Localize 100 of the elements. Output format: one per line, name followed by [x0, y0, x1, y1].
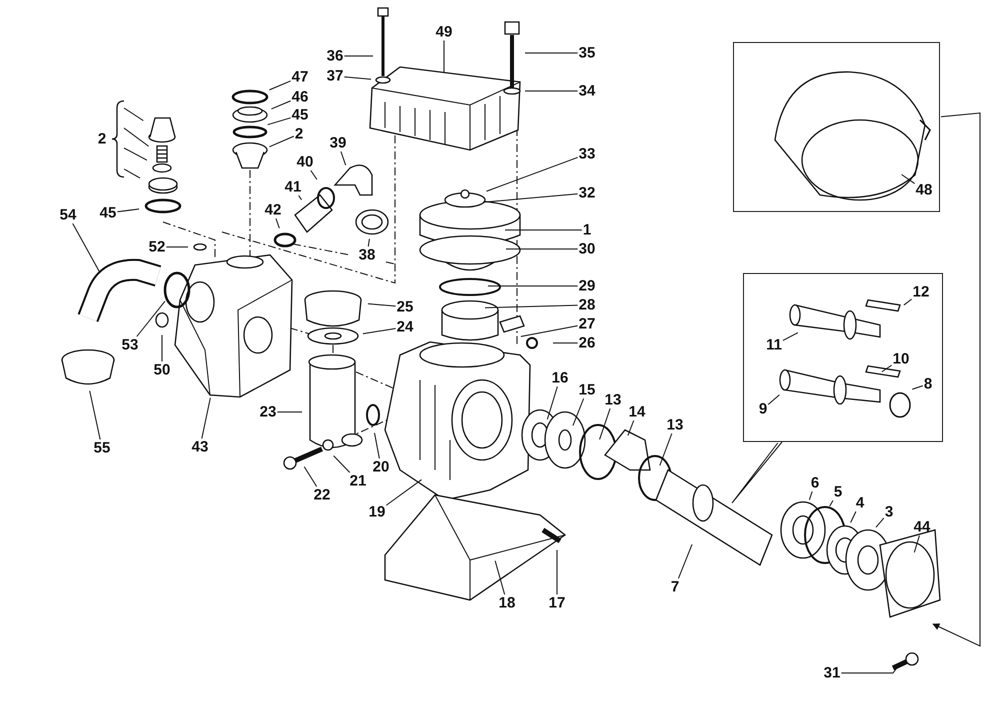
callout-number: 42	[264, 202, 282, 218]
leader-line	[506, 248, 578, 250]
callout-number: 17	[548, 596, 566, 610]
leader-line	[678, 544, 693, 579]
callout-number: 54	[60, 208, 76, 222]
leader-line	[627, 420, 634, 436]
callout-number: 36	[326, 48, 344, 64]
callout-number: 25	[396, 300, 414, 314]
leader-line	[524, 52, 578, 54]
callout-number: 47	[292, 70, 308, 84]
callout-number: 49	[436, 24, 452, 40]
leader-line	[482, 193, 578, 203]
leader-line	[270, 100, 292, 110]
callout-number: 35	[578, 46, 596, 60]
callout-number: 28	[578, 298, 596, 312]
callout-number: 40	[296, 154, 314, 170]
inset-frame	[733, 42, 940, 212]
leader-line	[89, 390, 101, 440]
leader-line	[124, 108, 144, 122]
leader-line	[310, 170, 318, 180]
callout-number: 53	[122, 338, 138, 352]
callout-number: 31	[824, 666, 840, 680]
leader-line	[599, 408, 611, 440]
callout-number: 46	[292, 90, 308, 104]
leader-line	[486, 156, 578, 192]
callout-number: 2	[294, 126, 304, 142]
callout-number: 21	[350, 474, 366, 488]
leader-line	[116, 208, 140, 212]
callout-number: 5	[834, 484, 842, 500]
leader-line	[901, 174, 916, 184]
pointer-arrow	[932, 112, 980, 647]
callout-number: 55	[94, 440, 110, 456]
callout-number: 2	[98, 132, 106, 146]
callout-number: 3	[884, 504, 894, 520]
callout-number: 6	[810, 476, 820, 490]
callout-number: 27	[578, 316, 596, 332]
leader-line	[124, 168, 141, 179]
callout-number: 45	[292, 108, 308, 122]
callout-number: 41	[284, 180, 302, 194]
callout-number: 12	[912, 284, 930, 300]
callout-number: 33	[578, 146, 596, 162]
callout-number: 7	[670, 580, 680, 594]
callout-number: 16	[552, 370, 568, 386]
callout-number: 4	[856, 496, 864, 510]
callout-number: 52	[148, 240, 166, 254]
leader-line	[368, 238, 370, 247]
leader-line	[268, 80, 292, 90]
leader-line	[840, 666, 898, 674]
callout-number: 22	[314, 488, 330, 502]
leader-line	[829, 500, 834, 507]
leader-line	[782, 332, 798, 341]
leader-line	[298, 195, 302, 200]
callout-number: 32	[578, 186, 596, 200]
callout-number: 38	[358, 248, 376, 262]
callout-number: 48	[916, 182, 932, 198]
leader-line	[912, 385, 924, 390]
leader-line	[72, 223, 101, 274]
callout-number: 50	[154, 362, 170, 378]
leader-line	[903, 298, 912, 306]
leader-line	[386, 479, 422, 506]
leader-line	[914, 535, 920, 553]
callout-number: 18	[498, 596, 516, 610]
callout-number: 13	[604, 392, 622, 408]
leader-line	[268, 136, 294, 148]
callout-number: 24	[396, 320, 414, 334]
callout-number: 29	[578, 278, 596, 294]
leader-line	[374, 432, 380, 459]
callout-number: 23	[260, 404, 276, 420]
callout-number: 20	[372, 460, 390, 474]
leader-line	[572, 398, 584, 426]
callout-number: 11	[766, 338, 782, 352]
leader-line	[166, 246, 188, 248]
leader-line	[136, 300, 166, 337]
callout-number: 10	[892, 352, 910, 366]
callout-number: 9	[758, 402, 768, 416]
callout-number: 34	[578, 84, 596, 98]
leader-line	[344, 76, 372, 80]
leader-line	[768, 394, 780, 406]
leader-line	[124, 128, 150, 147]
leader-line	[124, 148, 148, 161]
leader-line	[546, 386, 558, 420]
leader-line	[556, 550, 558, 595]
leader-line	[494, 560, 506, 595]
leader-line	[333, 455, 350, 473]
leader-line	[552, 342, 578, 344]
callout-number: 45	[100, 206, 116, 220]
callout-number: 8	[924, 376, 932, 392]
leader-line	[275, 218, 280, 229]
callout-number: 30	[578, 242, 596, 256]
leader-line	[524, 90, 578, 92]
callout-number: 37	[326, 68, 344, 84]
leader-line	[304, 466, 318, 487]
leader-line	[875, 518, 884, 528]
leader-line	[850, 511, 856, 523]
inset-frame	[743, 273, 943, 442]
leader-line	[520, 325, 578, 338]
callout-number: 44	[914, 520, 930, 534]
callout-number: 1	[582, 222, 592, 238]
leader-line	[484, 304, 578, 308]
callout-number: 13	[666, 418, 684, 432]
